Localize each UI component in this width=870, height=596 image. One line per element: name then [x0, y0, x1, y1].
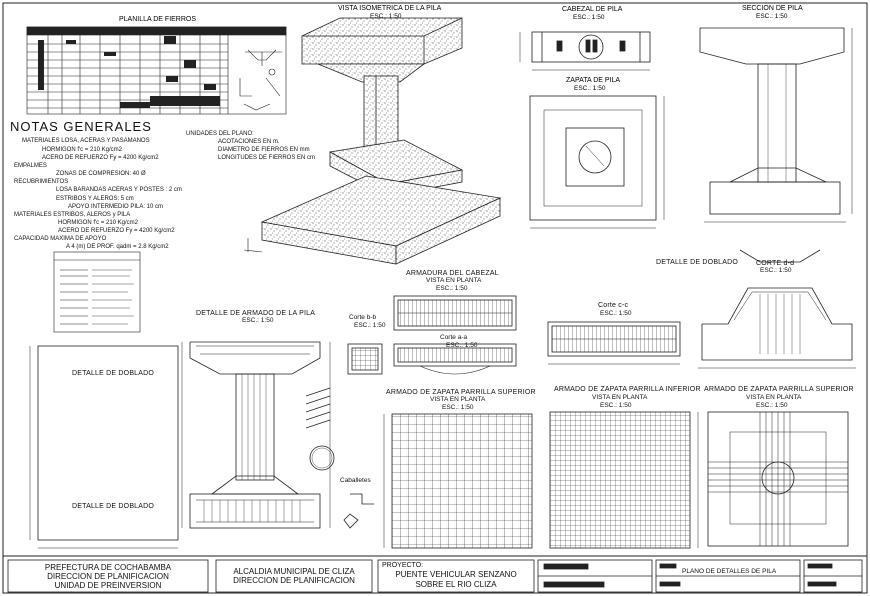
proyecto-line-0: PUENTE VEHICULAR SENZANO [395, 570, 517, 579]
corte-cc-scale: ESC.: 1:50 [600, 310, 632, 317]
detalle-doblado-title-1: DETALLE DE DOBLADO [72, 370, 155, 377]
zapata-superior-1-title: ARMADO DE ZAPATA PARRILLA SUPERIOR [386, 389, 536, 396]
zapata-superior-grid-2 [707, 411, 849, 547]
nota-line-8: APOYO INTERMEDIO PILA: 10 cm [68, 204, 164, 210]
corte-cc-title: Corte c-c [598, 302, 629, 309]
zapata-inferior-title: ARMADO DE ZAPATA PARRILLA INFERIOR [554, 386, 701, 393]
zapata-inferior-grid [549, 411, 699, 549]
cabezal-elevation [519, 31, 651, 71]
corte-bb-section [347, 343, 383, 375]
caballetes-title: Caballetes [340, 477, 371, 484]
proyecto-line-1: SOBRE EL RIO CLIZA [415, 579, 497, 589]
seccion-pila [699, 27, 853, 223]
zapata-superior-2-scale: ESC.: 1:50 [756, 402, 788, 409]
cabezal-title: CABEZAL DE PILA [562, 6, 623, 13]
zapata-plan [529, 95, 665, 229]
nota-line-2: ACERO DE REFUERZO Fy = 4200 Kg/cm2 [42, 155, 159, 161]
detalle-doblado-title-2: DETALLE DE DOBLADO [72, 503, 155, 510]
nota-line-13: A 4 (m) DE PROF. qadm = 2.8 Kg/cm2 [66, 244, 169, 250]
zapata-inferior-scale: ESC.: 1:50 [600, 402, 632, 409]
caballetes-sketch [343, 493, 374, 529]
nota-line-7: ESTRIBOS Y ALEROS: 5 cm [56, 196, 134, 202]
armado-pila [181, 341, 331, 529]
title-block [7, 559, 863, 593]
corte-dd-title: CORTE d-d [756, 260, 795, 267]
isometric-title: VISTA ISOMETRICA DE LA PILA [338, 5, 442, 12]
isometric-pier [243, 17, 502, 265]
unidades-line-3: LONGITUDES DE FIERROS EN cm [218, 155, 316, 161]
zapata-superior-1-scale: ESC.: 1:50 [442, 404, 474, 411]
detalle-doblado-left [29, 345, 179, 549]
bent-bars [305, 387, 335, 471]
planilla-title: PLANILLA DE FIERROS [119, 16, 196, 23]
zapata-superior-2-subtitle: VISTA EN PLANTA [746, 394, 802, 401]
corte-aa-title: Corte a-a [440, 334, 468, 341]
corte-bb-scale: ESC.: 1:50 [354, 322, 386, 329]
nota-line-4: ZONAS DE COMPRESION: 40 Ø [56, 171, 146, 177]
alcaldia-line-1: DIRECCION DE PLANIFICACION [233, 576, 355, 586]
notas-heading: NOTAS GENERALES [10, 119, 152, 134]
seccion-title: SECCION DE PILA [742, 5, 803, 12]
armadura-cabezal-subtitle: VISTA EN PLANTA [426, 277, 482, 284]
nota-line-6: LOSA BARANDAS ACERAS Y POSTES : 2 cm [56, 187, 182, 193]
detalle-armado-title: DETALLE DE ARMADO DE LA PILA [196, 310, 316, 317]
zapata-superior-grid-1 [383, 413, 533, 549]
detalle-doblado-title-right: DETALLE DE DOBLADO [656, 259, 739, 266]
title-block-proyecto: PUENTE VEHICULAR SENZANO SOBRE EL RIO CL… [378, 570, 534, 589]
nota-line-11: ACERO DE REFUERZO Fy = 4200 Kg/cm2 [58, 228, 175, 234]
zapata-superior-1-subtitle: VISTA EN PLANTA [430, 396, 486, 403]
prefectura-line-1: DIRECCION DE PLANIFICACION [47, 572, 169, 582]
seccion-scale: ESC.: 1:50 [756, 13, 788, 20]
cabezal-scale: ESC.: 1:50 [573, 14, 605, 21]
corte-aa-scale: ESC.: 1:50 [446, 342, 478, 349]
armadura-cabezal-plan [393, 295, 517, 375]
unidades-line-1: ACOTACIONES EN m. [218, 139, 280, 145]
nota-line-9: MATERIALES ESTRIBOS, ALEROS y PILA [14, 212, 131, 218]
nota-line-12: CAPACIDAD MAXIMA DE APOYO [14, 236, 107, 242]
prefectura-line-0: PREFECTURA DE COCHABAMBA [44, 563, 172, 572]
title-block-alcaldia: ALCALDIA MUNICIPAL DE CLIZA DIRECCION DE… [216, 567, 372, 585]
detalle-armado-scale: ESC.: 1:50 [242, 317, 274, 324]
armadura-cabezal-title: ARMADURA DEL CABEZAL [406, 270, 499, 277]
title-block-prefectura: PREFECTURA DE COCHABAMBA DIRECCION DE PL… [8, 563, 208, 591]
nota-line-1: HORMIGON f'c = 210 Kg/cm2 [42, 147, 123, 153]
planilla-table [26, 26, 287, 115]
nota-line-3: EMPALMES [14, 163, 47, 169]
nota-line-10: HORMIGON f'c = 210 Kg/cm2 [58, 220, 139, 226]
zapata-superior-2-title: ARMADO DE ZAPATA PARRILLA SUPERIOR [704, 386, 854, 393]
plano-title: PLANO DE DETALLES DE PILA [682, 568, 777, 575]
prefectura-line-2: UNIDAD DE PREINVERSION [54, 581, 162, 591]
corte-dd-scale: ESC.: 1:50 [760, 267, 792, 274]
zapata-title: ZAPATA DE PILA [566, 77, 620, 84]
corte-dd-section [698, 249, 856, 369]
corte-cc-section [547, 321, 681, 365]
legend-box [53, 251, 141, 333]
unidades-line-0: UNIDADES DEL PLANO: [186, 131, 254, 137]
corte-bb-title: Corte b-b [349, 314, 377, 321]
alcaldia-line-0: ALCALDIA MUNICIPAL DE CLIZA [233, 567, 355, 576]
armadura-cabezal-scale: ESC.: 1:50 [436, 285, 468, 292]
zapata-scale: ESC.: 1:50 [574, 85, 606, 92]
proyecto-label: PROYECTO: [382, 562, 424, 569]
unidades-line-2: DIAMETRO DE FIERROS EN mm [218, 147, 310, 153]
nota-line-0: MATERIALES LOSA, ACERAS Y PASAMANOS [22, 138, 150, 144]
zapata-inferior-subtitle: VISTA EN PLANTA [592, 394, 648, 401]
isometric-scale: ESC.: 1:50 [370, 13, 402, 20]
nota-line-5: RECUBRIMIENTOS [14, 179, 69, 185]
